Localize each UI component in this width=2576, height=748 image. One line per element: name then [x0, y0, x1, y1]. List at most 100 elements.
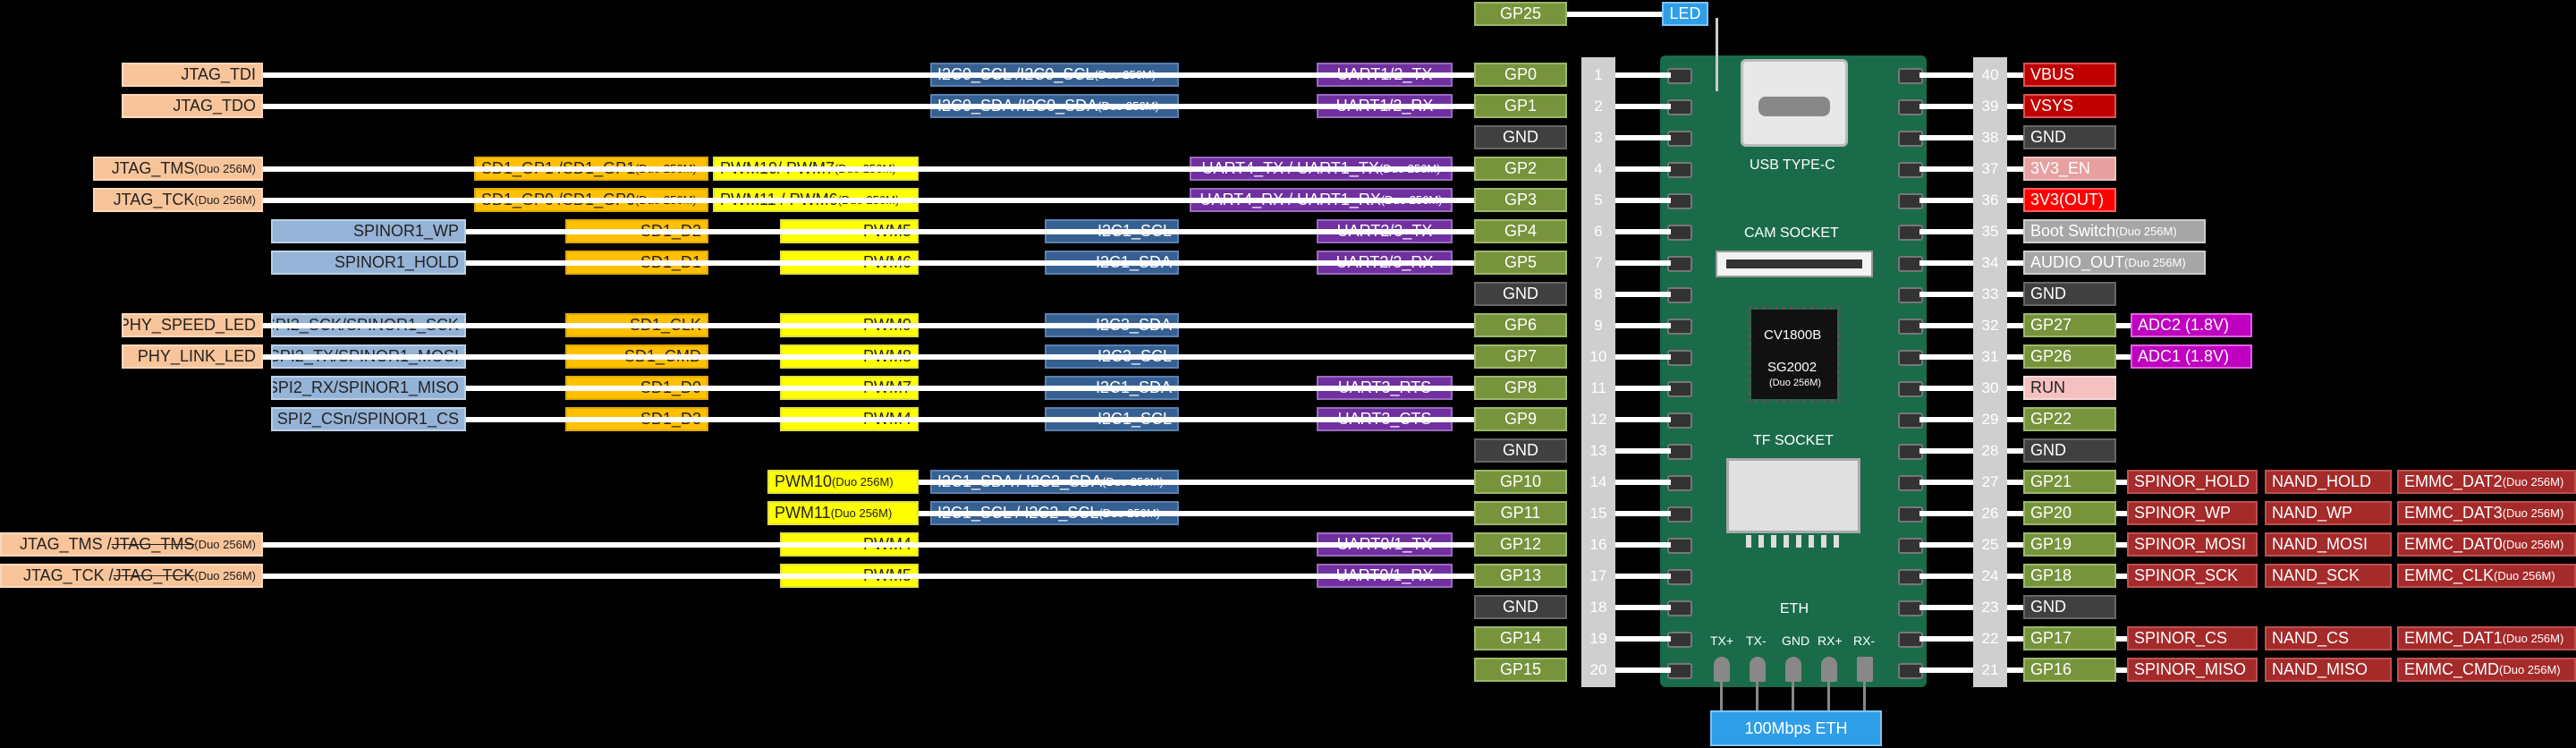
left-label-jtag: PHY_SPEED_LED: [122, 313, 263, 337]
right-pin-number: 38: [1973, 125, 2007, 149]
left-pin-18-name: GND: [1503, 598, 1538, 616]
right-pin-37-name: 3V3_EN: [2030, 159, 2091, 177]
chip-line2-text: SG2002: [1767, 360, 1818, 375]
pin-pad: [1667, 444, 1692, 460]
left-pin-number: 11: [1581, 376, 1615, 400]
right-pin-39-name: VSYS: [2030, 97, 2074, 115]
gp25-text: GP25: [1499, 4, 1542, 22]
pin-to-label: [2007, 197, 2023, 203]
right-pin-28-number: 28: [1981, 441, 1999, 459]
left-pin-number: 12: [1581, 407, 1615, 431]
pin-to-label: [2007, 72, 2023, 78]
left-label-jtag: JTAG_TMS(Duo 256M): [93, 157, 263, 181]
right-pin-31: GP26: [2023, 344, 2116, 369]
pin-to-label: [2007, 667, 2023, 673]
right-pin-36: 3V3(OUT): [2023, 188, 2116, 212]
left-pin-14: GP10: [1474, 470, 1567, 494]
left-pin-8-number: 8: [1594, 285, 1603, 302]
right-pin-30: RUN: [2023, 376, 2116, 400]
left-pin-number: 10: [1581, 344, 1615, 369]
pin-to-label: [2007, 103, 2023, 109]
right-signal-line: [2116, 510, 2127, 516]
pin-to-label: [2007, 322, 2023, 328]
right-pin-34-name: AUDIO_OUT: [2030, 253, 2125, 271]
right-label-text: NAND_WP: [2272, 504, 2353, 522]
left-label-part: JTAG_TMS /: [20, 535, 112, 553]
left-pin-7: GP5: [1474, 251, 1567, 275]
left-pin-4-number: 4: [1594, 159, 1603, 177]
pin-to-label: [2007, 510, 2023, 516]
pad-to-pin: [1919, 322, 1973, 328]
right-pin-number: 28: [1973, 438, 2007, 463]
left-pin-13-name: GND: [1503, 441, 1538, 459]
eth-pin-0-text: TX+: [1710, 633, 1734, 648]
pin-to-pad: [1615, 228, 1671, 234]
left-label-part: SPINOR1_HOLD: [334, 253, 459, 271]
right-label-note: (Duo 256M): [2499, 663, 2561, 676]
right-pin-number: 34: [1973, 251, 2007, 275]
left-pin-19: GP14: [1474, 626, 1567, 650]
adc-line: [2116, 322, 2131, 328]
left-signal-line: [263, 166, 1474, 172]
pin-pad: [1667, 256, 1692, 272]
pin-pad: [1667, 381, 1692, 397]
right-pin-30-number: 30: [1981, 378, 1999, 396]
left-pin-12: GP9: [1474, 407, 1567, 431]
right-label-text: NAND_CS: [2272, 629, 2350, 647]
right-label-spinor: SPINOR_MISO: [2127, 658, 2258, 682]
right-signal-line: [2116, 667, 2127, 673]
chip-line2: SG2002: [1767, 360, 1817, 375]
right-pin-number: 36: [1973, 188, 2007, 212]
pin-pad: [1667, 287, 1692, 303]
right-signal-line: [2116, 479, 2127, 485]
tf-contact: [1746, 535, 1751, 548]
pin-pad: [1667, 600, 1692, 616]
left-pin-9: GP6: [1474, 313, 1567, 337]
left-pin-2-name: GP1: [1504, 97, 1538, 115]
left-label-spi: SPI2_CSn/SPINOR1_CS: [271, 407, 466, 431]
pin-to-pad: [1615, 479, 1671, 485]
left-signal-line: [919, 510, 1474, 516]
eth-label: ETH: [1780, 601, 1809, 617]
pad-to-pin: [1919, 166, 1973, 172]
left-label-part: (Duo 256M): [832, 475, 894, 489]
usb-label: USB TYPE-C: [1750, 157, 1835, 174]
right-label-spinor: EMMC_CMD(Duo 256M): [2397, 658, 2576, 682]
right-pin-39-number: 39: [1981, 97, 1999, 115]
right-pin-22: GP17: [2023, 626, 2116, 650]
right-pin-40: VBUS: [2023, 63, 2116, 87]
pad-to-pin: [1919, 103, 1973, 109]
right-signal-line: [2116, 541, 2127, 548]
left-pin-7-name: GP5: [1504, 253, 1538, 271]
left-pin-9-number: 9: [1594, 316, 1603, 334]
right-pin-31-name: GP26: [2030, 347, 2072, 365]
pin-pad: [1667, 475, 1692, 491]
tf-contact: [1834, 535, 1839, 548]
pad-to-pin: [1919, 259, 1973, 266]
eth-pin-4-text: RX-: [1853, 633, 1876, 648]
pin-to-pad: [1615, 72, 1671, 78]
right-pin-26-number: 26: [1981, 504, 1999, 522]
pin-pad: [1667, 663, 1692, 679]
led-text: LED: [1669, 4, 1701, 22]
eth-box-text: 100Mbps ETH: [1744, 718, 1848, 737]
right-pin-36-name: 3V3(OUT): [2030, 191, 2105, 208]
right-label-text: SPINOR_HOLD: [2134, 472, 2250, 490]
left-signal-line: [466, 385, 1474, 391]
pin-to-pad: [1615, 385, 1671, 391]
right-pin-29-number: 29: [1981, 410, 1999, 428]
left-label-part: JTAG_TCK: [113, 566, 195, 584]
pin-to-label: [2007, 604, 2023, 610]
pin-to-pad: [1615, 416, 1671, 422]
right-label-spinor: NAND_MISO: [2265, 658, 2392, 682]
left-pin-17-name: GP13: [1499, 566, 1542, 584]
right-label-note: (Duo 256M): [2502, 475, 2564, 489]
chip-line1: CV1800B: [1764, 327, 1821, 343]
left-pin-number: 9: [1581, 313, 1615, 337]
left-pin-number: 2: [1581, 94, 1615, 118]
pin-pad: [1667, 68, 1692, 84]
left-pin-13-number: 13: [1589, 441, 1607, 459]
left-pin-2-number: 2: [1594, 97, 1603, 115]
right-label-adc: ADC1 (1.8V): [2131, 344, 2252, 369]
pin-to-pad: [1615, 447, 1671, 454]
